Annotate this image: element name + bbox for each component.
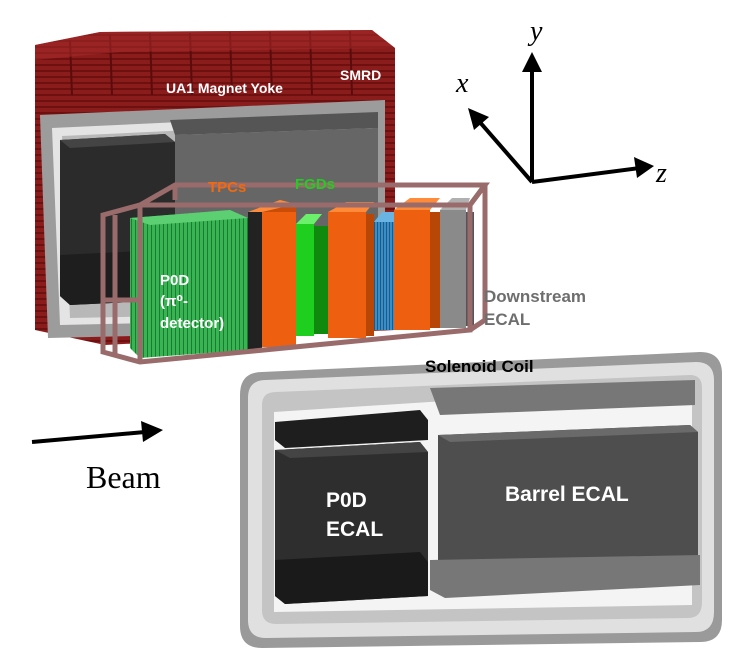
label-tpcs: TPCs — [208, 179, 246, 196]
label-p0d-line3: detector) — [160, 315, 224, 332]
label-p0d-ecal-line1: P0D — [326, 489, 367, 512]
axis-label-x: x — [455, 68, 469, 99]
z-axis-arrowhead — [634, 157, 654, 178]
label-fgds: FGDs — [295, 176, 335, 193]
barrel-ecal-top-shelf — [430, 380, 695, 415]
coordinate-axes — [468, 52, 654, 184]
tpc-module-2 — [328, 202, 374, 338]
axis-label-y: y — [527, 16, 543, 47]
x-axis-arrowhead — [468, 108, 489, 130]
label-p0d-line2: (π⁰- — [160, 293, 188, 310]
label-downstream-line2: ECAL — [484, 310, 530, 329]
label-barrel-ecal: Barrel ECAL — [505, 483, 629, 506]
tpc-module-3 — [394, 198, 440, 330]
beam-arrow — [31, 421, 163, 444]
label-solenoid-coil: Solenoid Coil — [425, 357, 534, 376]
label-downstream-line1: Downstream — [484, 287, 586, 306]
axis-label-z: z — [655, 158, 667, 189]
y-axis-arrowhead — [522, 52, 542, 72]
tpc-module-1 — [248, 200, 296, 347]
p0d-detector — [130, 210, 262, 358]
tracker-frame-front — [100, 183, 487, 365]
label-smrd: SMRD — [340, 67, 381, 83]
label-p0d-ecal-line2: ECAL — [326, 518, 383, 541]
x-axis-line — [476, 118, 534, 184]
barrel-ecal-module — [430, 425, 700, 598]
label-magnet-yoke: UA1 Magnet Yoke — [166, 80, 283, 96]
fgd-module-1 — [296, 214, 328, 336]
z-axis-line — [531, 166, 641, 184]
label-beam: Beam — [86, 459, 161, 495]
p0d-ecal-module — [275, 410, 428, 604]
label-p0d-line1: P0D — [160, 272, 189, 289]
fgd-module-2 — [374, 212, 400, 330]
